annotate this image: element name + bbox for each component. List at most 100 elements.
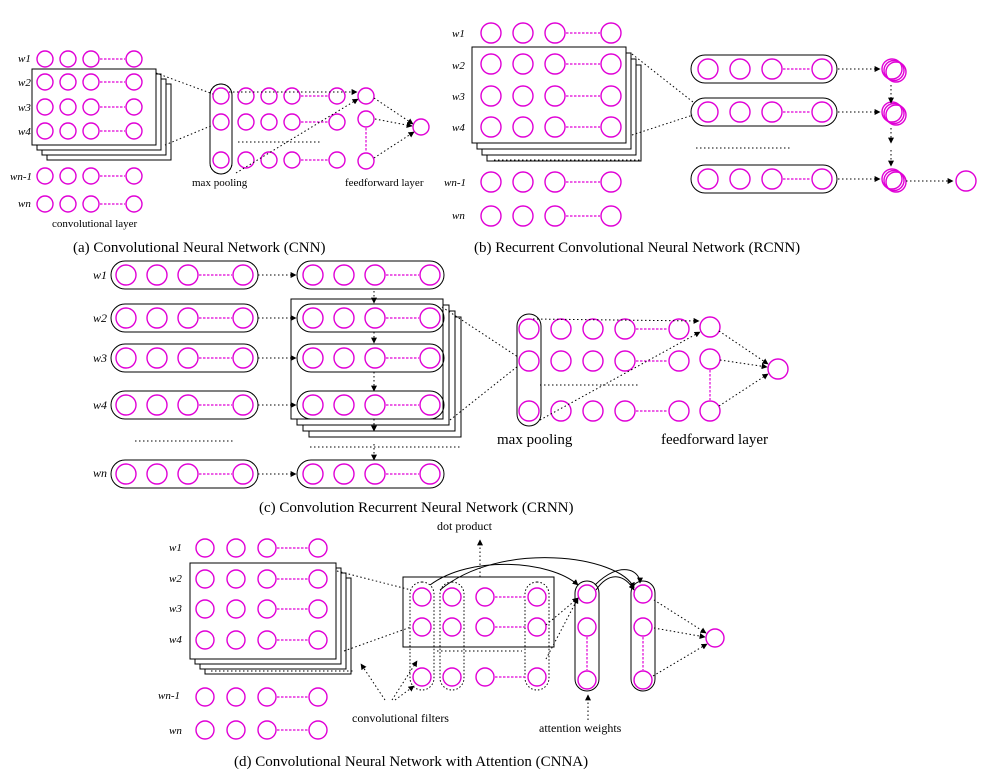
- attention-column: [630, 580, 656, 692]
- neuron: [811, 168, 833, 190]
- neuron: [364, 394, 386, 416]
- neuron: [195, 687, 215, 707]
- neuron: [550, 318, 572, 340]
- neuron: [125, 167, 143, 185]
- neuron: [544, 171, 566, 193]
- cnn-caption: (a) Convolutional Neural Network (CNN): [73, 240, 325, 256]
- neuron: [195, 630, 215, 650]
- neuron: [36, 167, 54, 185]
- crnn-word-label-2: w2: [93, 311, 107, 325]
- recurrent-row: [296, 303, 445, 333]
- neuron: [600, 53, 622, 75]
- neuron: [59, 50, 77, 68]
- neuron: [226, 599, 246, 619]
- neuron: [308, 599, 328, 619]
- recurrent-row: [296, 343, 445, 373]
- neuron: [699, 400, 721, 422]
- recurrent-row: [296, 260, 445, 290]
- neuron: [146, 463, 168, 485]
- neuron: [527, 587, 547, 607]
- neuron: [699, 348, 721, 370]
- neuron: [600, 205, 622, 227]
- neuron: [364, 264, 386, 286]
- neuron: [577, 584, 597, 604]
- neuron: [328, 151, 346, 169]
- panel-cnna: w1 w2 w3 w4 wn-1 wn dot product convolut…: [158, 519, 725, 770]
- crnn-max-pooling-label: max pooling: [497, 432, 573, 448]
- neuron: [125, 50, 143, 68]
- neuron: [177, 394, 199, 416]
- neuron: [527, 667, 547, 687]
- neuron: [177, 307, 199, 329]
- neuron: [419, 307, 441, 329]
- cnn-connections: [48, 72, 415, 174]
- neuron: [232, 264, 254, 286]
- neuron: [333, 347, 355, 369]
- neuron: [237, 87, 255, 105]
- neuron: [544, 22, 566, 44]
- neuron: [302, 347, 324, 369]
- neuron: [480, 205, 502, 227]
- neuron: [308, 569, 328, 589]
- neuron: [308, 538, 328, 558]
- neuron: [237, 113, 255, 131]
- neuron: [125, 195, 143, 213]
- neuron: [308, 720, 328, 740]
- recurrent-row: [296, 459, 445, 489]
- neuron: [412, 587, 432, 607]
- recurrent-row: [690, 164, 838, 194]
- neuron: [232, 463, 254, 485]
- pooled-neuron: [883, 59, 905, 82]
- neuron: [442, 667, 462, 687]
- neuron: [82, 73, 100, 91]
- dotted-line: [631, 53, 694, 103]
- neuron: [260, 151, 278, 169]
- neuron: [257, 720, 277, 740]
- neuron: [761, 101, 783, 123]
- neuron: [697, 101, 719, 123]
- dotted-line: [343, 626, 412, 652]
- neuron: [697, 58, 719, 80]
- crnn-word-label-1: w1: [93, 268, 107, 282]
- rcnn-connections: [494, 53, 954, 184]
- cnna-attention-weights-label: attention weights: [539, 721, 622, 735]
- neuron: [512, 85, 534, 107]
- convolutional-filter-sheet: [31, 68, 157, 146]
- neuron: [480, 116, 502, 138]
- neuron: [668, 400, 690, 422]
- cnna-convolutional-filters-label: convolutional filters: [352, 711, 449, 725]
- cnna-caption: (d) Convolutional Neural Network with At…: [234, 754, 588, 770]
- neuron: [308, 687, 328, 707]
- cnna-word-label-n: wn: [169, 725, 182, 737]
- neuron: [614, 350, 636, 372]
- neuron: [232, 394, 254, 416]
- rcnn-neurons: [480, 22, 977, 227]
- recurrent-row: [690, 54, 838, 84]
- dotted-arrow: [235, 98, 359, 174]
- neuron: [115, 264, 137, 286]
- feature-map-column: [524, 581, 550, 691]
- cnn-max-pooling-label: max pooling: [192, 177, 248, 189]
- pooled-neuron: [885, 104, 907, 126]
- neuron: [544, 205, 566, 227]
- output-neuron: [767, 358, 789, 380]
- neuron: [115, 394, 137, 416]
- pooled-neuron: [885, 171, 907, 193]
- dotted-arrow: [653, 627, 706, 640]
- crnn-word-label-n: wn: [93, 466, 107, 480]
- neuron: [512, 53, 534, 75]
- neuron: [177, 463, 199, 485]
- neuron: [480, 22, 502, 44]
- neuron: [59, 73, 77, 91]
- cnna-word-label-n-1: wn-1: [158, 690, 180, 702]
- neuron: [59, 195, 77, 213]
- neuron: [419, 394, 441, 416]
- neuron: [550, 400, 572, 422]
- neuron: [729, 101, 751, 123]
- neuron: [115, 463, 137, 485]
- rcnn-word-label-n-1: wn-1: [444, 177, 466, 189]
- neuron: [125, 98, 143, 116]
- neuron: [82, 50, 100, 68]
- pooled-neuron: [885, 61, 907, 83]
- neuron: [442, 617, 462, 637]
